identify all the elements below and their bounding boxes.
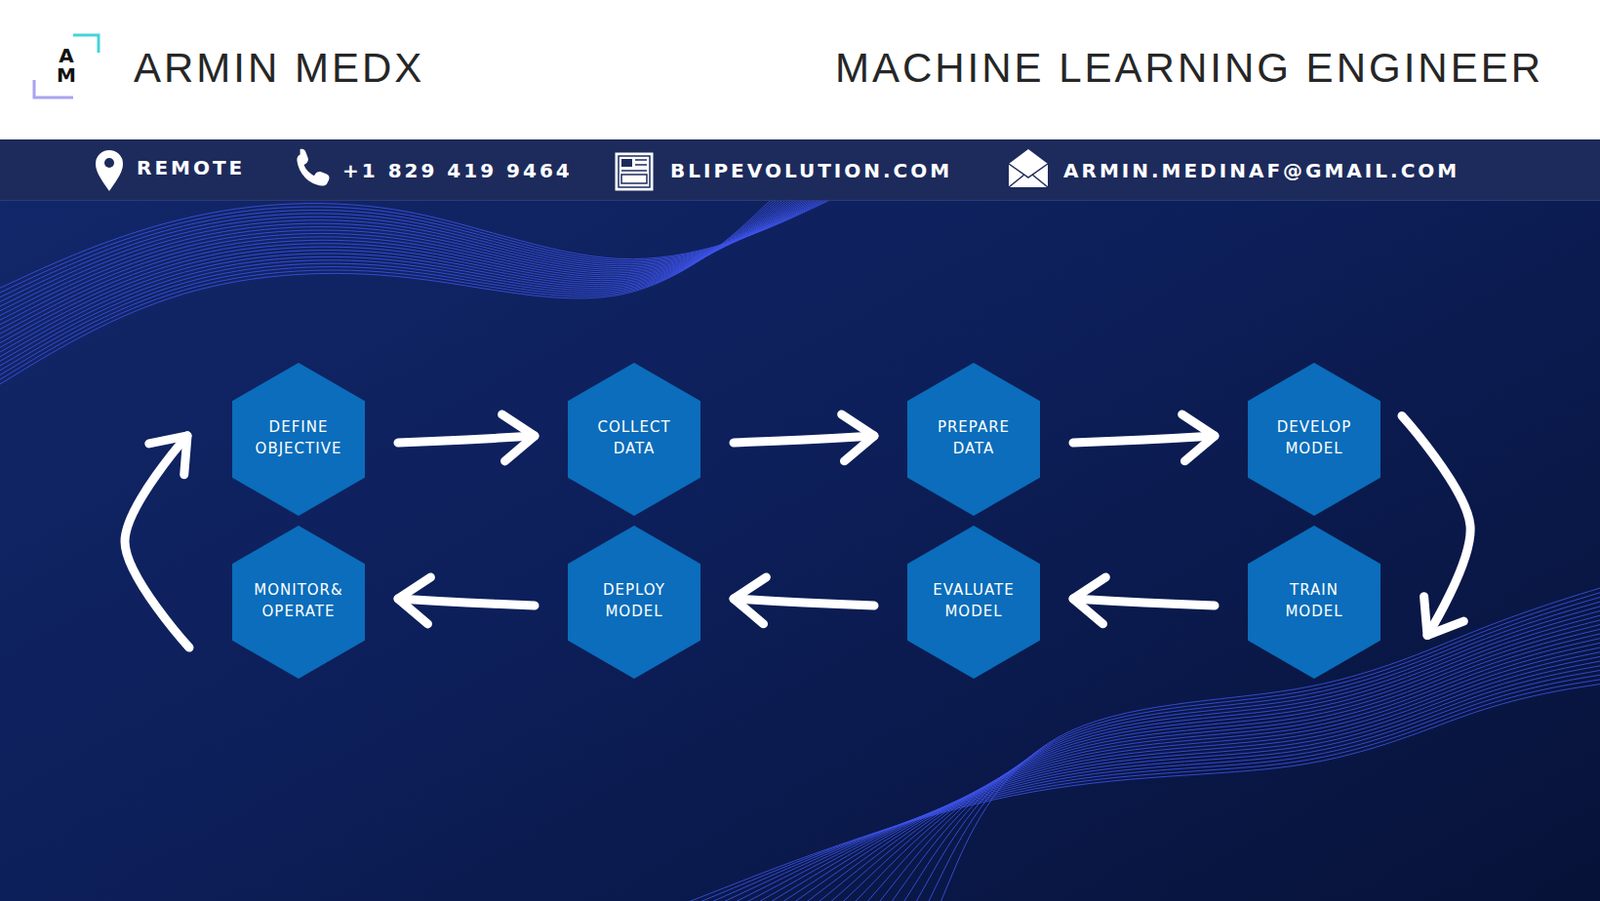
hexagon-shape [907,362,1040,517]
hexagon-shape [907,525,1040,680]
wave-line [793,636,1600,901]
hexagon-outline [232,362,365,517]
process-hexagon: DEFINE OBJECTIVE [232,362,365,517]
flow-arrow [1073,436,1215,443]
hexagon-shape [232,362,365,517]
contact-email: ARMIN.MEDINAF@GMAIL.COM [1063,160,1460,181]
process-hexagon: EVALUATE MODEL [907,525,1040,680]
job-title: MACHINE LEARNING ENGINEER [835,47,1544,89]
wave-line [0,200,800,362]
wave-line [0,200,788,381]
wave-line [0,200,837,312]
hexagon-outline [232,525,365,680]
wave-line [0,200,781,391]
flow-arrow [733,436,875,443]
flow-arrow [398,436,535,443]
step-label: DEFINE OBJECTIVE [243,417,354,461]
step-label: DEVELOP MODEL [1259,417,1369,461]
process-hexagon: TRAIN MODEL [1247,525,1381,680]
hexagon-shape [567,525,701,680]
hexagon-outline [1247,362,1381,517]
wave-line [689,673,1600,901]
wave-line [0,200,817,340]
hexagon-outline [907,525,1040,680]
wave-line [0,200,803,359]
hexagon-outline [567,525,701,680]
flow-arrow [1401,415,1471,636]
logo-letter: M [56,65,77,85]
flow-arrow [1073,599,1215,606]
hexagon-shape [1247,525,1381,680]
wave-line [819,627,1600,901]
logo-bracket [73,35,99,53]
wave-line [728,659,1600,901]
wave-line [806,632,1600,901]
process-hexagon: DEVELOP MODEL [1247,362,1381,517]
bar-border [0,200,1600,201]
process-hexagon: DEPLOY MODEL [567,525,701,680]
wave-line [832,622,1600,901]
phone-icon [296,149,329,187]
contact-website: BLIPEVOLUTION.COM [670,160,953,181]
email-icon [1008,149,1048,188]
flow-arrow [733,599,875,606]
wave-line [0,200,840,307]
page-title: ARMIN MEDX [133,47,425,89]
logo-letter: A [58,45,74,66]
wave-line [754,650,1600,901]
flow-arrow [124,436,190,648]
wave-line [780,640,1600,901]
process-hexagon: COLLECT DATA [567,362,701,517]
location-icon [95,150,123,192]
wave-line [676,678,1600,901]
contact-phone: +1 829 419 9464 [342,160,573,181]
wave-line [741,654,1600,901]
wave-line [715,664,1600,901]
hexagon-shape [232,525,365,680]
hexagon-outline [567,362,701,517]
step-label: DEPLOY MODEL [579,580,689,624]
wave-line [0,200,798,367]
hexagon-shape [567,362,701,517]
wave-line [0,200,830,321]
contact-location: REMOTE [136,158,245,178]
header-band [0,0,1600,140]
step-label: MONITOR& OPERATE [243,580,354,624]
flow-arrow [398,599,535,606]
hexagon-outline [1247,525,1381,680]
step-label: TRAIN MODEL [1259,580,1369,624]
wave-line [0,200,791,377]
contact-bar [0,139,1600,201]
wave-line [0,200,784,386]
step-label: EVALUATE MODEL [919,580,1029,624]
step-label: COLLECT DATA [579,417,689,461]
wave-line [0,200,820,335]
wave-line [0,200,794,372]
website-icon [615,153,653,191]
step-label: PREPARE DATA [919,417,1029,461]
wave-line [0,200,813,344]
hexagon-outline [907,362,1040,517]
process-hexagon: PREPARE DATA [907,362,1040,517]
process-hexagon: MONITOR& OPERATE [232,525,365,680]
wave-lines [0,200,1600,901]
hexagon-shape [1247,362,1381,517]
